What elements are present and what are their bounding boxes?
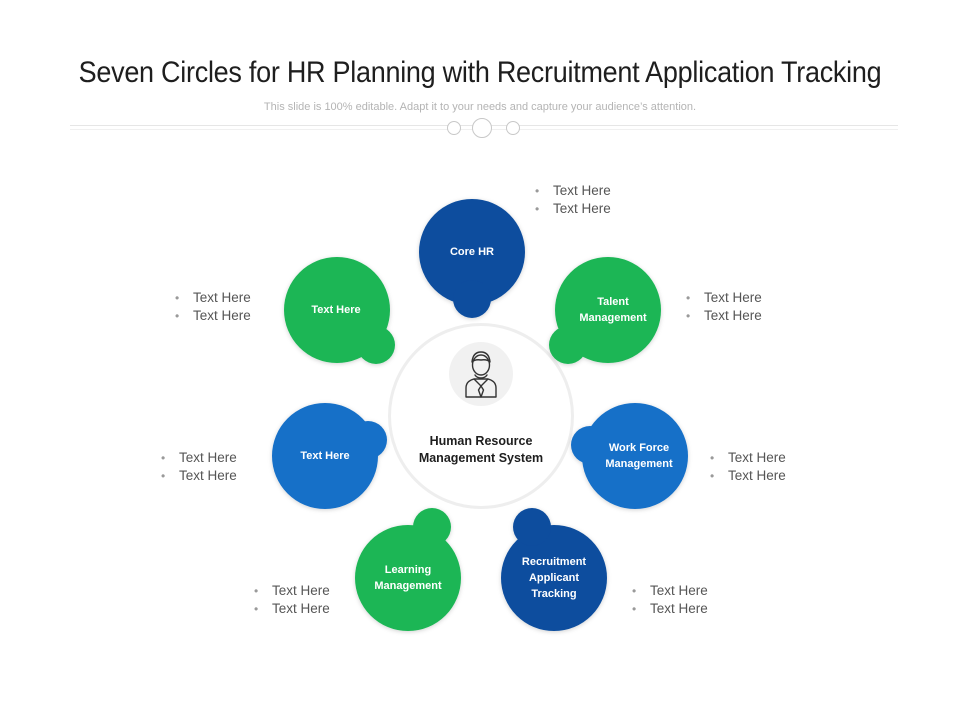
petal-bubble-text-here-left <box>349 421 387 459</box>
bullet-item: Text Here <box>175 289 251 307</box>
bullets-text-here-left: Text Here Text Here <box>161 449 237 485</box>
node-label-line: Text Here <box>311 304 361 316</box>
page-subtitle: This slide is 100% editable. Adapt it to… <box>263 101 697 113</box>
node-label-talent-management: Talent Management <box>558 294 668 326</box>
bullets-talent-management: Text Here Text Here <box>686 289 762 325</box>
petal-bubble-core-hr <box>453 280 491 318</box>
divider-dot-left <box>447 121 461 135</box>
hub-label-line1: Human Resource <box>429 434 533 448</box>
hub-label: Human Resource Management System <box>401 433 561 467</box>
node-label-line: Recruitment <box>521 556 587 568</box>
petal-circle-core-hr <box>419 199 525 305</box>
node-label-line: Management <box>605 458 673 470</box>
petal-learning-management <box>355 508 461 631</box>
bullets-recruitment-applicant-tracking: Text Here Text Here <box>632 582 708 618</box>
businessman-icon <box>465 351 497 398</box>
node-label-line: Tracking <box>531 588 577 600</box>
bullet-item: Text Here <box>254 582 330 600</box>
node-label-line: Text Here <box>300 450 350 462</box>
page-title: Seven Circles for HR Planning with Recru… <box>78 56 882 89</box>
bullet-item: Text Here <box>686 307 762 325</box>
petal-talent-management <box>549 257 661 364</box>
petal-circle-work-force-management <box>582 403 688 509</box>
node-label-text-here-left: Text Here <box>270 448 380 464</box>
bullet-item: Text Here <box>535 182 611 200</box>
bullets-core-hr: Text Here Text Here <box>535 182 611 218</box>
bullets-text-here-upper-left: Text Here Text Here <box>175 289 251 325</box>
petal-text-here-upper-left <box>284 257 395 364</box>
petal-bubble-talent-management <box>549 326 587 364</box>
bullet-item: Text Here <box>686 289 762 307</box>
node-label-core-hr: Core HR <box>417 244 527 260</box>
node-label-line: Work Force <box>608 442 670 454</box>
node-label-text-here-upper-left: Text Here <box>281 302 391 318</box>
petal-circle-text-here-left <box>272 403 378 509</box>
node-label-recruitment-applicant-tracking: Recruitment Applicant Tracking <box>499 554 609 602</box>
petal-text-here-left <box>272 403 387 509</box>
divider-dot-right <box>506 121 520 135</box>
bullet-item: Text Here <box>161 467 237 485</box>
divider-dot-center <box>472 118 492 138</box>
bullets-learning-management: Text Here Text Here <box>254 582 330 618</box>
node-label-learning-management: Learning Management <box>353 562 463 594</box>
node-label-line: Learning <box>384 564 432 576</box>
bullet-item: Text Here <box>535 200 611 218</box>
node-label-line: Core HR <box>449 246 494 258</box>
petal-bubble-text-here-upper-left <box>357 326 395 364</box>
bullet-item: Text Here <box>632 582 708 600</box>
petal-circle-recruitment-applicant-tracking <box>501 525 607 631</box>
petal-bubble-work-force-management <box>571 426 609 464</box>
petal-recruitment-applicant-tracking <box>501 508 607 631</box>
node-label-line: Management <box>579 312 647 324</box>
bullet-item: Text Here <box>161 449 237 467</box>
bullet-item: Text Here <box>632 600 708 618</box>
bullet-item: Text Here <box>254 600 330 618</box>
node-label-line: Management <box>374 580 442 592</box>
bullet-item: Text Here <box>175 307 251 325</box>
node-label-work-force-management: Work Force Management <box>584 440 694 472</box>
bullet-item: Text Here <box>710 449 786 467</box>
hub-label-line2: Management System <box>418 451 544 465</box>
hub-icon-background <box>449 342 513 406</box>
bullet-item: Text Here <box>710 467 786 485</box>
node-label-line: Talent <box>597 296 629 308</box>
petal-bubble-recruitment-applicant-tracking <box>513 508 551 546</box>
bullets-work-force-management: Text Here Text Here <box>710 449 786 485</box>
petal-work-force-management <box>571 403 688 509</box>
node-label-line: Applicant <box>528 572 580 584</box>
petal-core-hr <box>419 199 525 318</box>
petal-circle-learning-management <box>355 525 461 631</box>
petal-bubble-learning-management <box>413 508 451 546</box>
